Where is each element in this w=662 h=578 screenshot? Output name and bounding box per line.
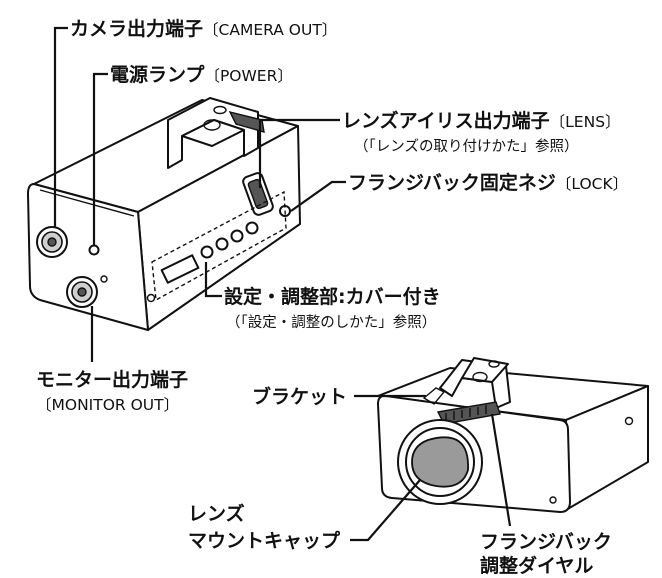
- label-flange-dial-1: フランジバック: [480, 531, 612, 553]
- camera-out-connector: [36, 226, 68, 258]
- power-lamp: [88, 244, 100, 256]
- label-flange-dial-2: 調整ダイヤル: [480, 554, 593, 577]
- monitor-out-connector: [66, 275, 108, 308]
- bracket-rear: [167, 97, 265, 169]
- label-lens-cap-2: マウントキャップ: [188, 529, 341, 552]
- label-lens-cap-1: レンズ: [188, 502, 245, 525]
- label-monitor-out-en: 〔MONITOR OUT〕: [36, 396, 179, 414]
- label-camera-out: カメラ出力端子〔CAMERA OUT〕: [70, 17, 337, 40]
- label-bracket: ブラケット: [252, 385, 347, 408]
- label-flange-lock: フランジバック固定ネジ〔LOCK〕: [348, 171, 628, 194]
- lens-mount-cap: [397, 419, 483, 505]
- leader-lines: [53, 26, 512, 542]
- camera-front-view: [377, 357, 649, 513]
- label-lens-iris-note: （「レンズの取り付けかた」参照）: [354, 138, 578, 155]
- label-settings-note: （「設定・調整のしかた」参照）: [226, 314, 436, 331]
- lens-iris-connector: [242, 172, 274, 216]
- label-monitor-out: モニター出力端子: [36, 368, 188, 391]
- label-lens-iris: レンズアイリス出力端子〔LENS〕: [342, 109, 621, 132]
- label-power: 電源ランプ〔POWER〕: [110, 63, 293, 86]
- label-settings: 設定・調整部:カバー付き: [224, 285, 441, 308]
- settings-cover: [146, 190, 287, 303]
